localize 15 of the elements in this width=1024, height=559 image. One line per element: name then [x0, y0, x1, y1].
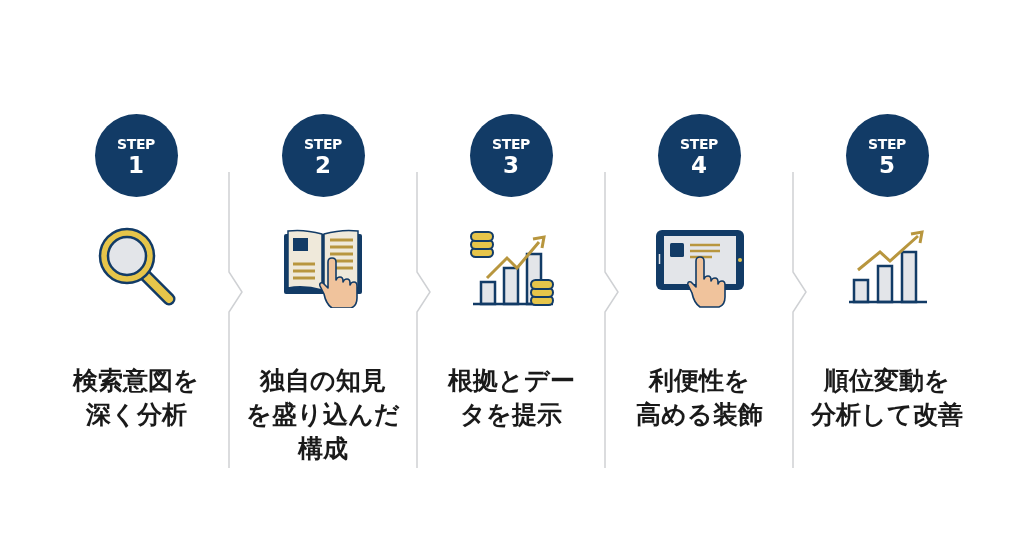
step-number: 2 [315, 151, 331, 178]
step-number: 1 [128, 151, 144, 178]
step-label: STEP [491, 135, 531, 152]
step-description: 独自の知見を盛り込んだ構成 [246, 365, 400, 465]
step-number: 5 [879, 151, 895, 178]
step-description: 根拠とデータを提示 [447, 365, 575, 431]
step-description: 検索意図を深く分析 [73, 365, 199, 431]
step-description: 利便性を高める装飾 [635, 365, 763, 431]
step-number: 4 [691, 151, 707, 178]
step-description: 順位変動を分析して改善 [811, 365, 963, 431]
step-label: STEP [116, 135, 156, 152]
step-label: STEP [303, 135, 343, 152]
step-label: STEP [679, 135, 719, 152]
step-label: STEP [867, 135, 907, 152]
step-number: 3 [503, 151, 519, 178]
